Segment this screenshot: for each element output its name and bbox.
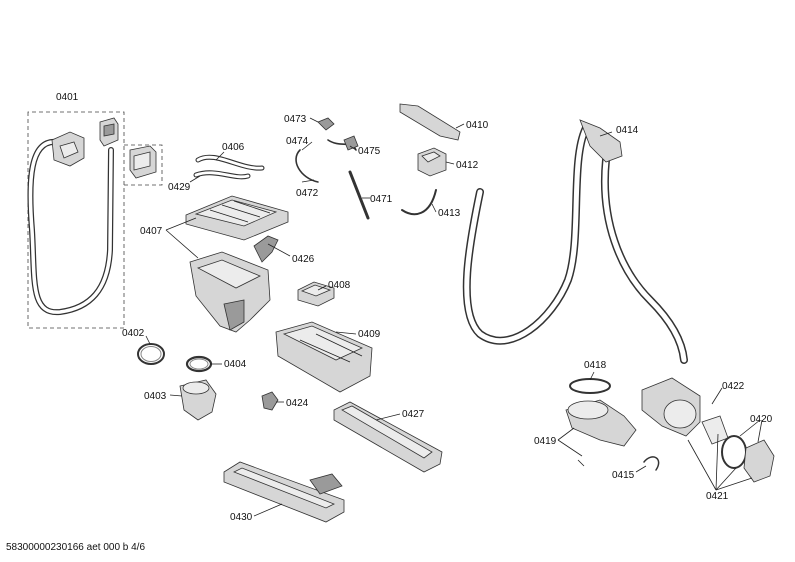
label-0420: 0420 [750, 414, 773, 425]
label-0412: 0412 [456, 160, 479, 171]
label-0406: 0406 [222, 142, 245, 153]
cable-harness-parts[interactable] [399, 103, 461, 216]
drain-pump-assembly[interactable] [565, 377, 775, 483]
label-0415: 0415 [612, 470, 635, 481]
label-0413: 0413 [438, 208, 461, 219]
label-0429: 0429 [168, 182, 191, 193]
label-0402: 0402 [122, 328, 145, 339]
label-0409: 0409 [358, 329, 381, 340]
label-0419: 0419 [534, 436, 557, 447]
label-0407: 0407 [140, 226, 163, 237]
sensor-parts[interactable] [295, 117, 370, 220]
label-0410: 0410 [466, 120, 489, 131]
connecting-hoses[interactable] [193, 154, 265, 180]
label-0418: 0418 [584, 360, 607, 371]
label-0475: 0475 [358, 146, 381, 157]
detergent-dispenser[interactable] [185, 195, 289, 333]
label-0404: 0404 [224, 359, 247, 370]
label-0422: 0422 [722, 381, 745, 392]
leader-lines [145, 117, 763, 517]
diagram-reference-number: 58300000230166 aet 000 b 4/6 [6, 542, 145, 553]
label-0408: 0408 [328, 280, 351, 291]
drain-hose[interactable] [462, 119, 688, 364]
label-0421: 0421 [706, 491, 729, 502]
label-0424: 0424 [286, 398, 309, 409]
inlet-hose-assembly[interactable] [27, 111, 163, 329]
panel-cover[interactable] [333, 401, 443, 473]
bellows-connector[interactable] [179, 379, 217, 421]
label-0474: 0474 [286, 136, 309, 147]
label-0426: 0426 [292, 254, 315, 265]
label-0471: 0471 [370, 194, 393, 205]
dispenser-housing[interactable] [275, 321, 373, 393]
label-0473: 0473 [284, 114, 307, 125]
label-0401: 0401 [56, 92, 79, 103]
label-0427: 0427 [402, 409, 425, 420]
label-0414: 0414 [616, 125, 639, 136]
label-0403: 0403 [144, 391, 167, 402]
siphon-cap[interactable] [253, 235, 279, 263]
base-cover[interactable] [223, 461, 345, 523]
label-0430: 0430 [230, 512, 253, 523]
label-0472: 0472 [296, 188, 319, 199]
hose-clamps[interactable] [137, 343, 213, 373]
small-fitting[interactable] [261, 391, 279, 411]
